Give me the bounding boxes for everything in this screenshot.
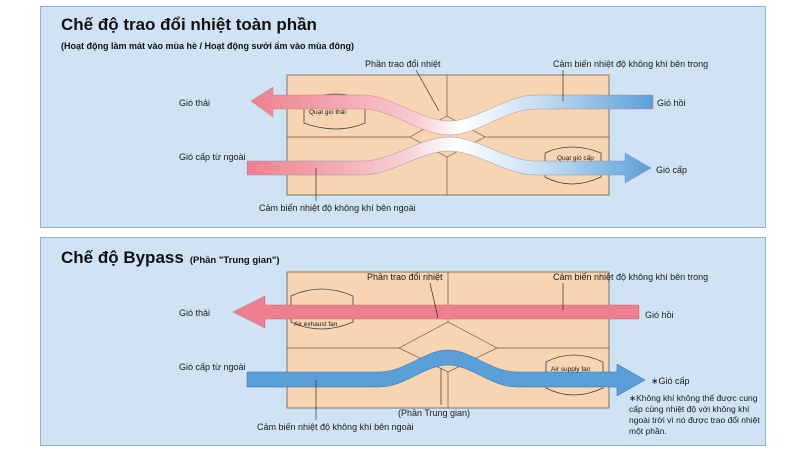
return-air-label: Gió hồi (657, 98, 686, 108)
exhaust-fan-label: Air exhaust fan (294, 321, 338, 328)
heat-exchanger-label: Phần trao đổi nhiệt (367, 272, 443, 282)
exhaust-airflow-arrow (232, 295, 640, 329)
bypass-footnote: ∗Không khí không thể được cung cấp cùng … (629, 393, 760, 436)
exhaust-airflow-arrow (250, 86, 654, 136)
exhaust-fan-icon (290, 288, 354, 330)
bypass-mode-diagram: Gió thải Gió hồi Gió cấp từ ngoài ∗Gió c… (179, 271, 708, 432)
supply-air-label: ∗Gió cấp (651, 376, 690, 386)
heat-exchanger-label: Phần trao đổi nhiệt (365, 59, 441, 69)
full-heat-exchange-panel: Chế độ trao đổi nhiệt toàn phần (Hoạt độ… (40, 6, 766, 228)
outdoor-sensor-label: Cảm biến nhiệt độ không khí bên ngoài (259, 203, 416, 213)
bypass-mode-title-note: (Phần "Trung gian") (189, 255, 280, 266)
intermediate-label: (Phần Trung gian) (398, 408, 470, 418)
full-mode-diagram: Gió thải Gió hồi Gió cấp từ ngoài Gió cấ… (179, 59, 708, 213)
supply-airflow-arrow (246, 349, 646, 397)
supply-air-label: Gió cấp (656, 165, 687, 175)
indoor-sensor-label: Cảm biến nhiệt độ không khí bên trong (553, 272, 708, 282)
bypass-mode-panel: Chế độ Bypass (Phần "Trung gian") Gió thả… (40, 237, 766, 446)
exhaust-fan-label: Quạt gió thải (309, 109, 346, 116)
full-mode-subtitle: (Hoạt động làm mát vào mùa hè / Hoạt độn… (61, 41, 354, 51)
return-air-label: Gió hồi (645, 310, 674, 320)
bypass-mode-title-row: Chế độ Bypass (Phần "Trung gian") (61, 248, 280, 268)
leader-lines (315, 282, 564, 420)
supply-airflow-arrow (246, 136, 652, 184)
full-mode-title: Chế độ trao đổi nhiệt toàn phần (61, 15, 317, 34)
supply-fan-label: Quạt gió cấp (557, 153, 594, 162)
supply-fan-icon (544, 146, 602, 185)
leader-lines (315, 69, 564, 201)
bypass-mode-title: Chế độ Bypass (61, 248, 184, 267)
supply-fan-label: Air supply fan (551, 366, 591, 373)
outdoor-supply-label: Gió cấp từ ngoài (179, 152, 246, 162)
outdoor-sensor-label: Cảm biến nhiệt độ không khí bên ngoài (257, 422, 414, 432)
outdoor-supply-label: Gió cấp từ ngoài (179, 362, 246, 372)
supply-fan-icon (545, 354, 604, 396)
exhaust-air-label: Gió thải (179, 308, 210, 318)
exhaust-air-label: Gió thải (179, 98, 210, 108)
indoor-sensor-label: Cảm biến nhiệt độ không khí bên trong (553, 59, 708, 69)
exhaust-fan-icon (303, 93, 366, 130)
